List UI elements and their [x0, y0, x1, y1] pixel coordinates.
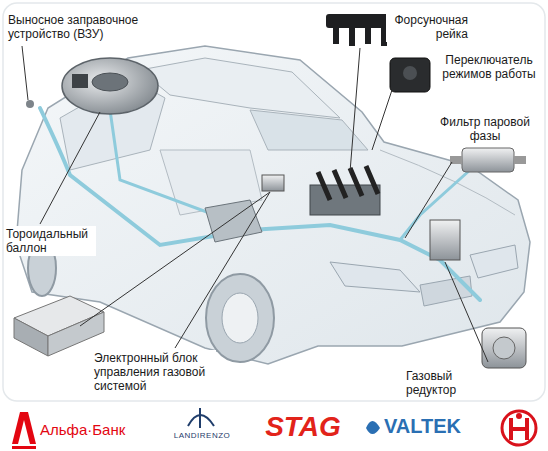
- mode-switch-button: [403, 66, 417, 80]
- front-wheel: [206, 274, 274, 362]
- tank-valve: [72, 74, 88, 88]
- part-label: Электронный блок управления газовой сист…: [92, 350, 216, 394]
- part-label: Переключатель режимов работы: [436, 52, 542, 82]
- vapor-filter: [514, 156, 526, 164]
- vapor-filter: [462, 148, 514, 172]
- ecu-box: [14, 318, 48, 356]
- filler-valve: [26, 100, 34, 108]
- leader-lines: [22, 46, 488, 362]
- sponsor-logo: LANDIRENZO: [160, 430, 244, 441]
- frame: [3, 3, 545, 401]
- alfa-logo: [12, 412, 36, 444]
- part-label: Фильтр паровой фазы: [428, 114, 542, 144]
- gas-line: [40, 108, 480, 300]
- mode-switch: [390, 58, 430, 92]
- gas-logo: [511, 418, 527, 440]
- roof-window: [140, 58, 340, 118]
- toroidal-tank: [62, 58, 158, 114]
- part-label: Тороидальный баллон: [4, 226, 96, 256]
- wheel-hub: [222, 293, 258, 343]
- sponsor-logo: STAG: [258, 410, 348, 444]
- tank-center: [92, 73, 128, 91]
- landirenzo-logo: [199, 408, 201, 428]
- headlight: [330, 262, 420, 292]
- windshield: [250, 110, 368, 150]
- sponsor-logo: Альфа·Банк: [38, 420, 138, 439]
- headlight: [470, 245, 518, 278]
- car-body: [16, 46, 530, 364]
- gas-reducer: [493, 337, 515, 359]
- alfa-logo: [12, 446, 36, 449]
- injector-rail: [326, 14, 392, 28]
- part-label: Выносное заправочное устройство (ВЗУ): [6, 12, 148, 42]
- grille: [420, 276, 472, 306]
- reducer-mounted: [430, 220, 460, 260]
- part-label: Форсуночная рейка: [386, 12, 470, 42]
- gas-logo: [502, 411, 536, 445]
- gas-logo: [516, 413, 522, 419]
- gas-reducer: [482, 328, 526, 368]
- part-label: Газовый редуктор: [404, 368, 478, 398]
- injector-rail: [336, 28, 384, 46]
- sponsor-logo: VALTEK: [382, 414, 482, 439]
- injectors: [318, 166, 378, 200]
- air-filter: [205, 200, 262, 242]
- valtek-logo: [366, 421, 380, 434]
- ecu-module: [262, 175, 284, 191]
